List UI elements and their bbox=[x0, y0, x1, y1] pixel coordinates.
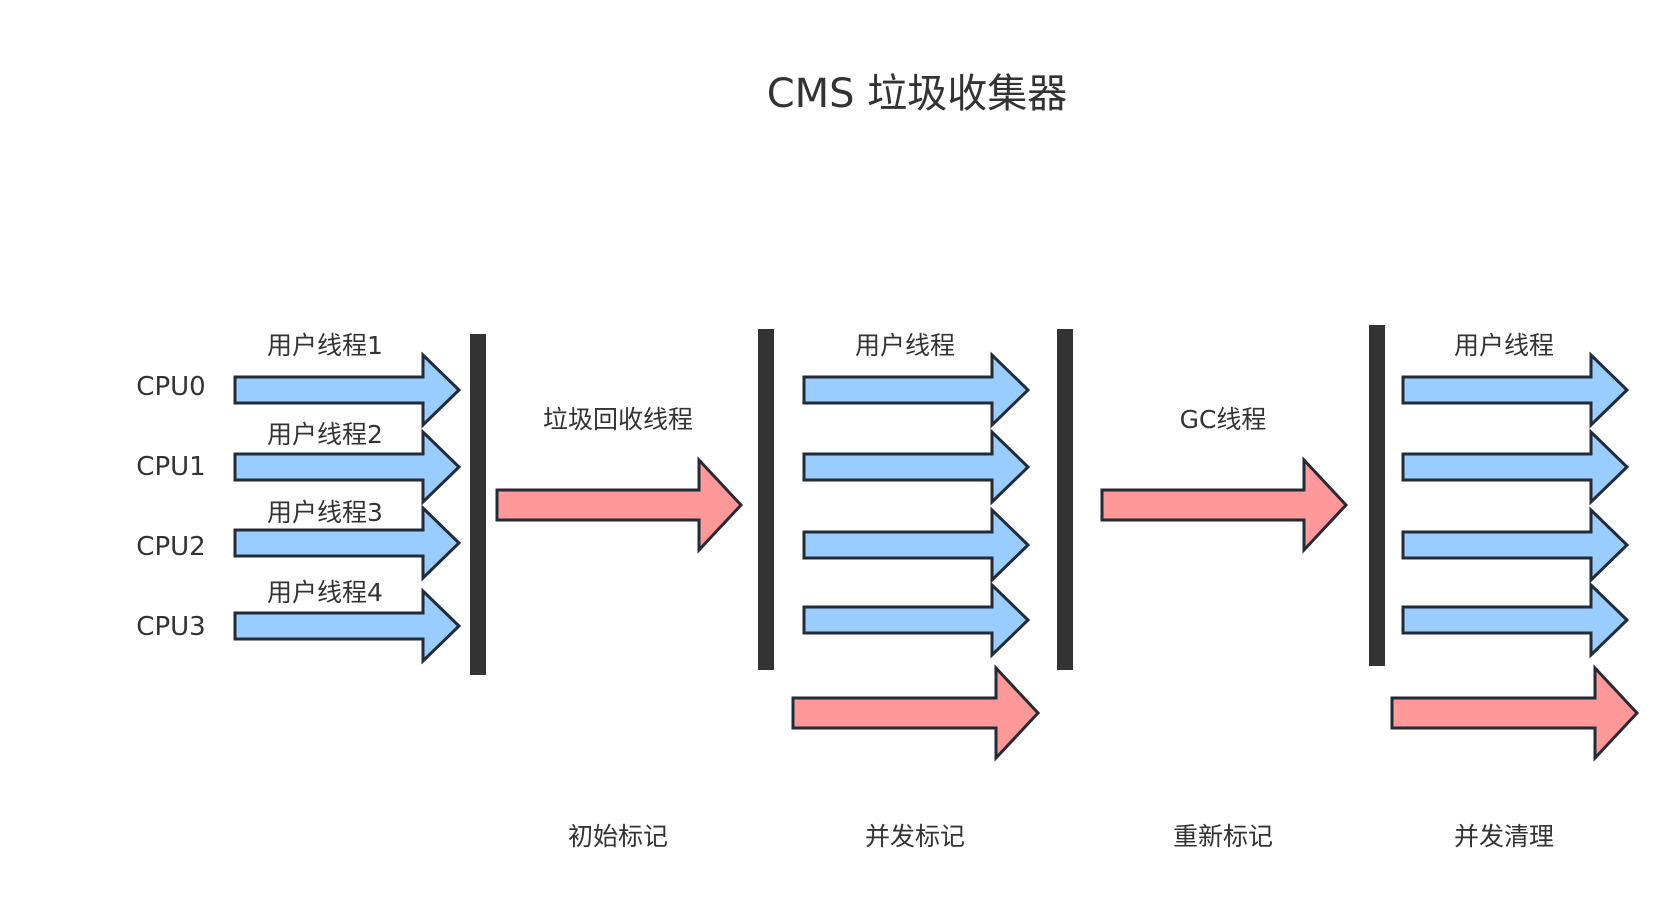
user-thread-label-4: 用户线程4 bbox=[267, 578, 383, 607]
cpu-label-2: CPU2 bbox=[136, 532, 205, 562]
user-thread-arrow bbox=[233, 428, 462, 506]
user-thread-arrow bbox=[1401, 506, 1630, 584]
diagram-title: CMS 垃圾收集器 bbox=[767, 71, 1068, 117]
user-thread-label-2: 用户线程2 bbox=[267, 420, 383, 449]
phase-label-initial-mark: 初始标记 bbox=[568, 822, 668, 851]
gc-thread-arrow bbox=[1390, 664, 1640, 762]
phase-barrier-1 bbox=[470, 334, 486, 675]
cpu-label-0: CPU0 bbox=[136, 372, 205, 402]
user-thread-arrow bbox=[233, 504, 462, 582]
cpu-label-1: CPU1 bbox=[136, 452, 205, 482]
concurrent-mark-thread-label: 用户线程 bbox=[855, 331, 955, 360]
phase-label-concurrent-sweep: 并发清理 bbox=[1454, 822, 1554, 851]
gc-thread-arrow bbox=[495, 456, 744, 554]
concurrent-sweep-thread-label: 用户线程 bbox=[1454, 331, 1554, 360]
user-thread-arrow bbox=[1401, 351, 1630, 429]
user-thread-arrow bbox=[1401, 428, 1630, 506]
phase-label-remark: 重新标记 bbox=[1173, 822, 1273, 851]
user-thread-arrow bbox=[802, 428, 1031, 506]
gc-thread-arrow bbox=[791, 664, 1041, 762]
user-thread-arrow bbox=[1401, 581, 1630, 659]
phase-barrier-3 bbox=[1057, 329, 1073, 670]
gc-thread-arrow bbox=[1100, 456, 1349, 554]
user-thread-arrow bbox=[233, 351, 462, 429]
user-thread-label-3: 用户线程3 bbox=[267, 498, 383, 527]
user-thread-arrow bbox=[802, 351, 1031, 429]
remark-thread-label: GC线程 bbox=[1180, 405, 1267, 434]
phase-barrier-4 bbox=[1369, 325, 1385, 666]
user-thread-arrow bbox=[802, 581, 1031, 659]
user-thread-arrow bbox=[233, 587, 462, 665]
phase-barrier-2 bbox=[758, 329, 774, 670]
user-thread-arrow bbox=[802, 506, 1031, 584]
phase-label-concurrent-mark: 并发标记 bbox=[865, 822, 965, 851]
cpu-label-3: CPU3 bbox=[136, 612, 205, 642]
user-thread-label-1: 用户线程1 bbox=[267, 331, 383, 360]
gc-thread-label: 垃圾回收线程 bbox=[543, 405, 693, 434]
